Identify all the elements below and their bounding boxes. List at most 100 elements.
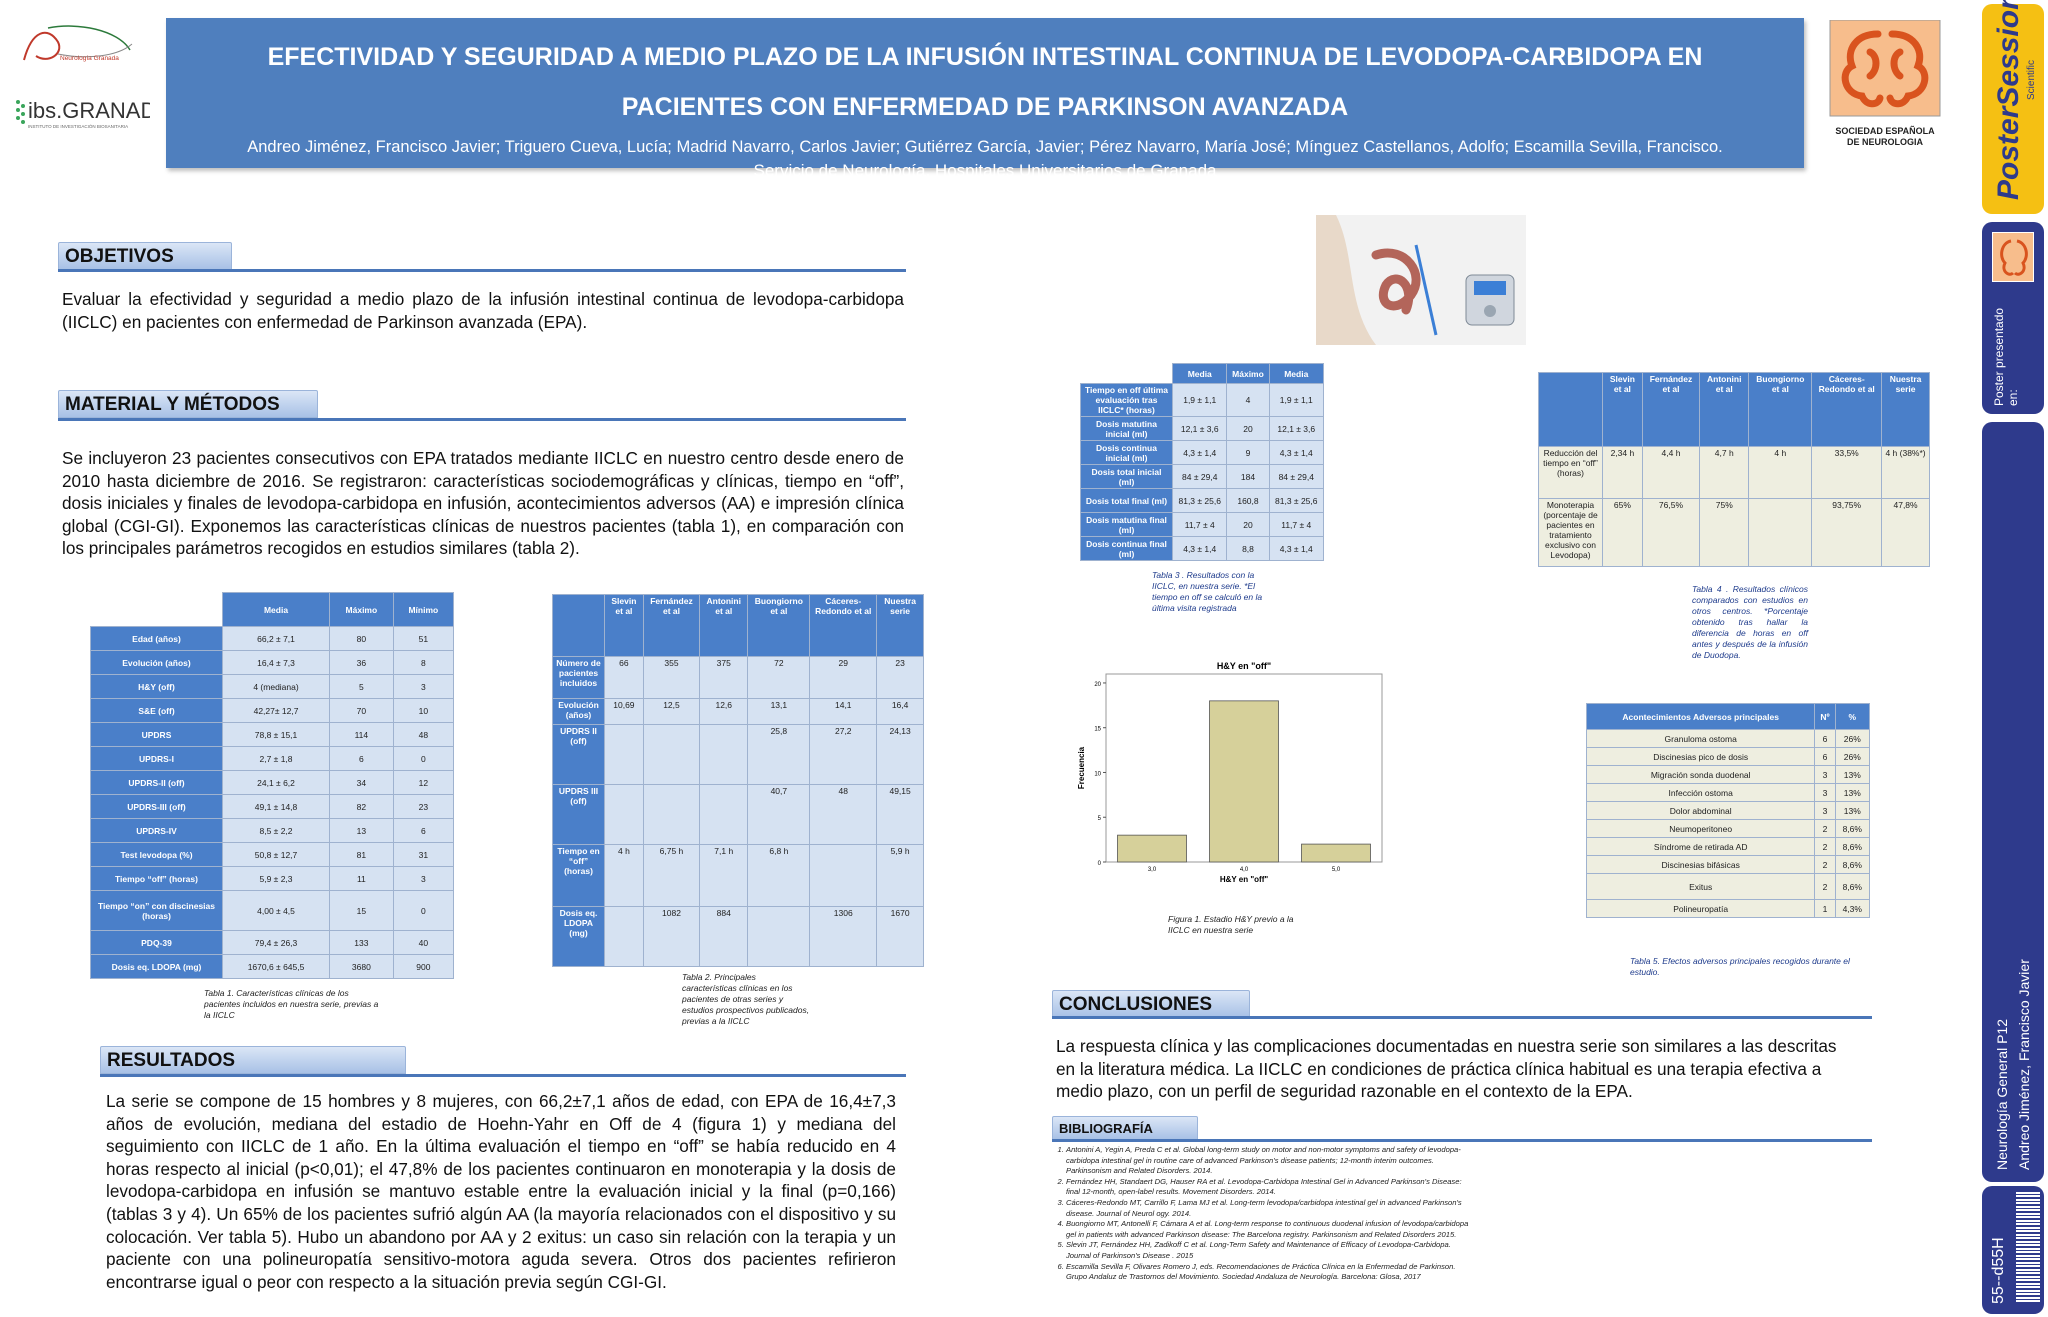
table1-cell: UPDRS-IV <box>90 818 223 843</box>
table1-cell: 42,27± 12,7 <box>221 698 331 723</box>
table5-cell: Granuloma ostoma <box>1585 729 1816 748</box>
bar-5,0 <box>1301 843 1371 863</box>
table1-cell: 4 (mediana) <box>221 674 331 699</box>
table2-cell: 1306 <box>809 906 878 967</box>
sen-logo-text-2: DE NEUROLOGIA <box>1847 137 1924 147</box>
table5-cell: Infección ostoma <box>1585 783 1816 802</box>
poster-authors: Andreo Jiménez, Francisco Javier; Trigue… <box>247 138 1723 156</box>
postersession-brand: PosterSessionOnline <box>1992 0 2025 200</box>
table1-cell: 24,1 ± 6,2 <box>221 770 331 795</box>
table5-cell: Discinesias pico de dosis <box>1585 747 1816 766</box>
table1-cell: UPDRS-I <box>90 746 223 771</box>
table-4-caption: Tabla 4 . Resultados clínicos comparados… <box>1692 584 1808 660</box>
table1-row: Tiempo “on” con discinesias (horas)4,00 … <box>90 890 455 931</box>
reference-item: Escamilla Sevilla F, Olivares Romero J, … <box>1066 1262 1472 1283</box>
table2-cell: 48 <box>809 784 878 845</box>
presented-panel: Poster presentado en: <box>1982 222 2044 414</box>
table2-cell: 6,8 h <box>747 844 811 907</box>
chart-title: H&Y en "off" <box>1217 661 1271 671</box>
table1-cell: 4,00 ± 4,5 <box>221 890 331 931</box>
table1-header-1: Máximo <box>329 592 394 627</box>
table3-cell: 12,1 ± 3,6 <box>1268 416 1325 441</box>
table5-cell: 1 <box>1814 899 1836 918</box>
table5-cell: Polineuropatía <box>1585 899 1816 918</box>
table1-cell: 34 <box>329 770 394 795</box>
table5-header-0: Acontecimientos Adversos principales <box>1585 703 1816 730</box>
table3-cell: 4,3 ± 1,4 <box>1171 536 1228 561</box>
bibliografia-heading: BIBLIOGRAFÍA <box>1052 1116 1198 1140</box>
table2-cell: 27,2 <box>809 724 878 785</box>
table2-cell: 355 <box>642 656 701 699</box>
table1-cell: Edad (años) <box>90 626 223 651</box>
table3-cell: 184 <box>1226 464 1270 489</box>
reference-item: Antonini A, Yegin A, Preda C et al. Glob… <box>1066 1145 1472 1177</box>
table5-cell: 2 <box>1814 837 1836 856</box>
table2-cell: 1670 <box>876 906 924 967</box>
y-axis-label: Frecuencia <box>1077 746 1086 789</box>
table1-cell: 49,1 ± 14,8 <box>221 794 331 819</box>
metodos-text: Se incluyeron 23 pacientes consecutivos … <box>62 448 904 559</box>
poster-code: 55--d55H <box>1990 1237 2007 1304</box>
table1-cell: 40 <box>392 930 455 955</box>
table2-cell <box>747 906 811 967</box>
table3-cell: 20 <box>1226 416 1270 441</box>
table4-cell: 75% <box>1699 498 1750 567</box>
table1-cell: 133 <box>329 930 394 955</box>
table2-cell: 72 <box>747 656 811 699</box>
table3-header-0: Media <box>1171 363 1228 384</box>
table1-cell: 80 <box>329 626 394 651</box>
table1-cell: 12 <box>392 770 455 795</box>
table5-cell: 8,6% <box>1834 837 1871 856</box>
table2-cell <box>809 844 878 907</box>
table1-cell: 48 <box>392 722 455 747</box>
table5-header-1: Nº <box>1814 703 1836 730</box>
objetivos-rule <box>58 269 906 272</box>
table5-cell: 6 <box>1814 747 1836 766</box>
table2-cell: 375 <box>699 656 749 699</box>
y-tick-label: 10 <box>1094 771 1101 777</box>
table5-cell: 13% <box>1834 783 1871 802</box>
table1-cell: 8,5 ± 2,2 <box>221 818 331 843</box>
table1-cell: UPDRS-III (off) <box>90 794 223 819</box>
table1-cell: 3680 <box>329 954 394 979</box>
table2-cell: 13,1 <box>747 698 811 725</box>
table2-cell <box>699 784 749 845</box>
resultados-text: La serie se compone de 15 hombres y 8 mu… <box>106 1091 896 1292</box>
objetivos-heading: OBJETIVOS <box>58 242 232 270</box>
table5-cell: 3 <box>1814 783 1836 802</box>
table2-cell <box>642 724 701 785</box>
resultados-rule <box>100 1074 906 1077</box>
table2-cell: 49,15 <box>876 784 924 845</box>
table4-cell: 76,5% <box>1641 498 1701 567</box>
table1-cell: 23 <box>392 794 455 819</box>
table3-cell: Dosis total final (ml) <box>1080 488 1173 513</box>
table2-cell: UPDRS III (off) <box>552 784 605 845</box>
reference-item: Slevin JT, Fernández HH, Zadikoff C et a… <box>1066 1240 1472 1261</box>
table1-cell: 6 <box>329 746 394 771</box>
table5-cell: Dolor abdominal <box>1585 801 1816 820</box>
neurologia-granada-logo: Neurología Granada <box>18 20 136 74</box>
metodos-rule <box>58 418 906 421</box>
table5-cell: 8,6% <box>1834 819 1871 838</box>
sen-logo: SOCIEDAD ESPAÑOLA DE NEUROLOGIA <box>1826 19 1944 150</box>
table2-cell: Tiempo en “off” (horas) <box>552 844 605 907</box>
table1-cell: 70 <box>329 698 394 723</box>
reference-item: Buongiorno MT, Antonelli F, Cámara A et … <box>1066 1219 1472 1240</box>
